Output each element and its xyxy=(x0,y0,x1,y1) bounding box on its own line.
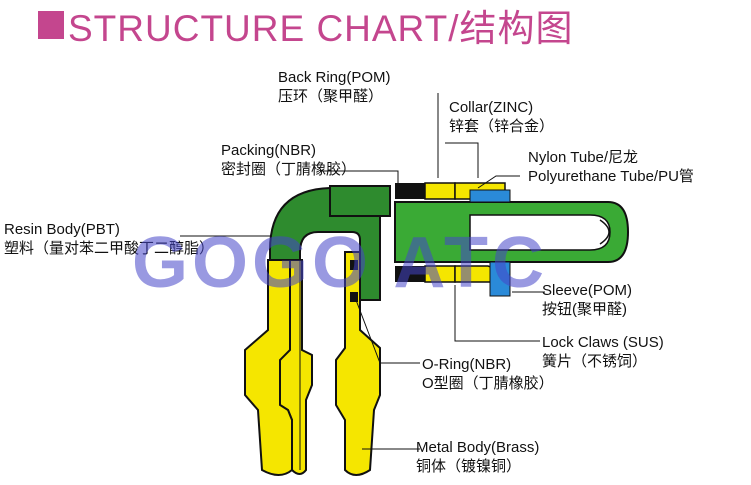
page-title: STRUCTURE CHART/结构图 xyxy=(68,8,574,49)
metal-body-en: Metal Body(Brass) xyxy=(416,439,540,456)
label-sleeve: Sleeve(POM) 按钮(聚甲醛) xyxy=(542,281,632,319)
watermark: GOGO ATC xyxy=(132,223,548,303)
resin-body-upper xyxy=(329,185,391,217)
label-nylon-tube: Nylon Tube/尼龙 Polyurethane Tube/PU管 xyxy=(528,148,694,186)
back-ring-en: Back Ring(POM) xyxy=(278,69,391,86)
title-block: STRUCTURE CHART/结构图 xyxy=(38,2,574,49)
sleeve-upper xyxy=(469,189,511,203)
label-collar: Collar(ZINC) 锌套（锌合金） xyxy=(449,98,554,136)
packing-zh: 密封圈（丁腈橡胶） xyxy=(221,161,357,178)
sleeve-lower xyxy=(489,261,511,297)
title-square-icon xyxy=(38,11,64,39)
back-ring-upper xyxy=(424,182,456,200)
nylon-tube-en: Nylon Tube/尼龙 xyxy=(528,149,639,166)
label-packing: Packing(NBR) 密封圈（丁腈橡胶） xyxy=(221,141,356,179)
lock-claws-en: Lock Claws (SUS) xyxy=(542,334,664,351)
label-back-ring: Back Ring(POM) 压环（聚甲醛） xyxy=(278,68,391,106)
nylon-tube-inner xyxy=(469,214,611,251)
collar-en: Collar(ZINC) xyxy=(449,99,534,116)
label-metal-body: Metal Body(Brass) 铜体（镀镍铜） xyxy=(416,438,539,476)
o-ring-zh: O型圈（丁腈橡胶） xyxy=(422,375,554,392)
sleeve-zh: 按钮(聚甲醛) xyxy=(542,301,627,318)
o-ring-right xyxy=(350,292,358,302)
lock-claws-zh: 簧片（不锈饲） xyxy=(542,353,648,370)
collar-zh: 锌套（锌合金） xyxy=(449,118,555,135)
packing-en: Packing(NBR) xyxy=(221,142,317,159)
metal-body-left-outer xyxy=(244,259,293,476)
metal-body-zh: 铜体（镀镍铜） xyxy=(416,458,522,475)
resin-body-zh: 塑料（量对苯二甲酸丁二醇脂） xyxy=(4,240,215,257)
nylon-tube-zh: Polyurethane Tube/PU管 xyxy=(528,168,694,185)
sleeve-en: Sleeve(POM) xyxy=(542,282,633,299)
o-ring-en: O-Ring(NBR) xyxy=(422,356,512,373)
metal-body-right xyxy=(335,251,381,476)
label-resin-body: Resin Body(PBT) 塑料（量对苯二甲酸丁二醇脂） xyxy=(4,220,214,258)
resin-body-en: Resin Body(PBT) xyxy=(4,221,120,238)
label-lock-claws: Lock Claws (SUS) 簧片（不锈饲） xyxy=(542,333,664,371)
leader-lines xyxy=(180,93,545,450)
packing-lower xyxy=(395,266,425,282)
label-o-ring: O-Ring(NBR) O型圈（丁腈橡胶） xyxy=(422,355,554,393)
back-ring-zh: 压环（聚甲醛） xyxy=(278,88,384,105)
o-ring-left xyxy=(350,260,358,270)
packing-upper xyxy=(395,183,425,199)
nylon-tube-end xyxy=(599,219,610,245)
